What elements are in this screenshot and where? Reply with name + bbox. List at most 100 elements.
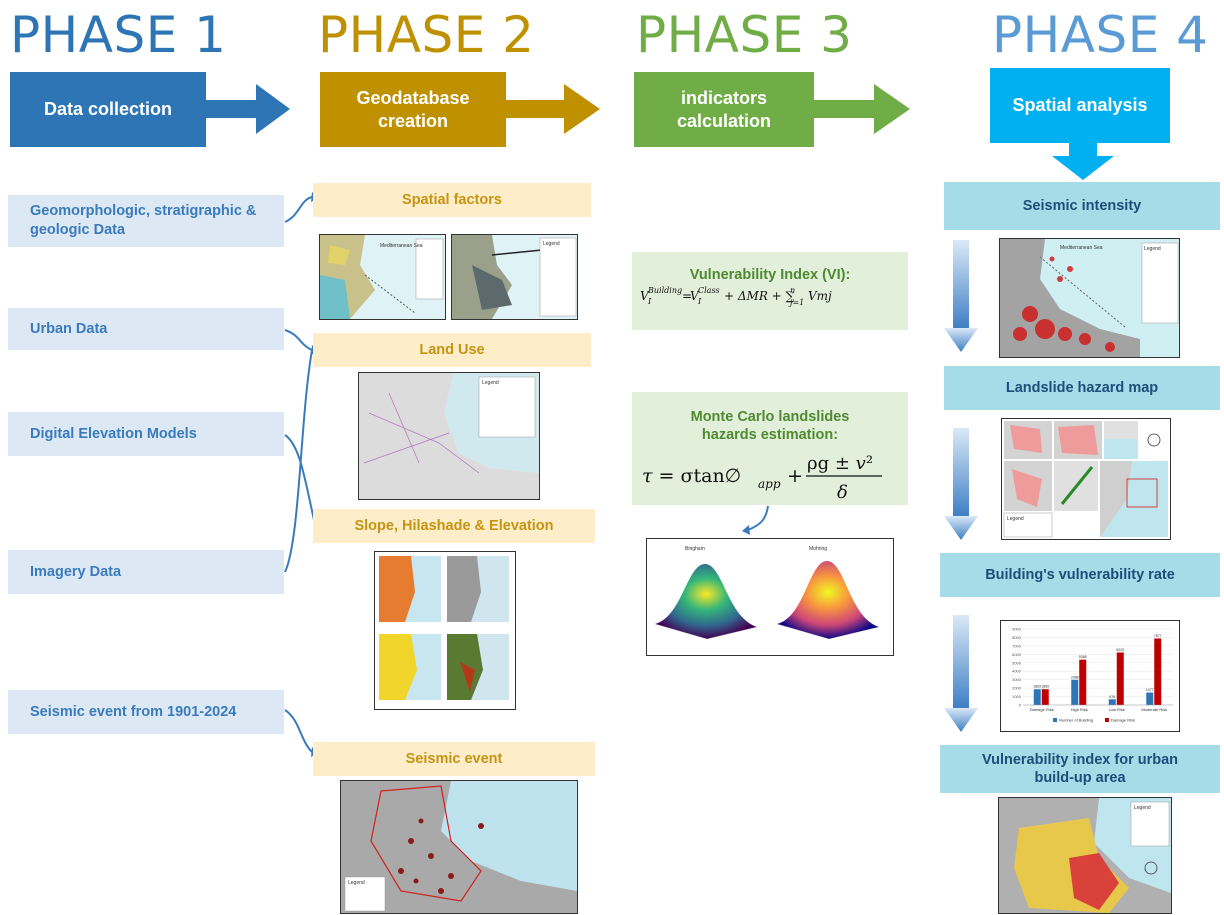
monte-carlo-box: Monte Carlo landslides hazards estimatio… bbox=[632, 392, 908, 505]
arrow-right-icon bbox=[506, 84, 600, 134]
svg-text:Vmj: Vmj bbox=[808, 289, 832, 303]
land-use-map-image: Legend bbox=[358, 372, 540, 500]
svg-text:n: n bbox=[790, 286, 795, 295]
bar bbox=[1033, 689, 1041, 705]
bar bbox=[1146, 692, 1154, 705]
phase-3-step-label: indicators calculation bbox=[676, 88, 772, 131]
bar-value-label: 1869 bbox=[1033, 685, 1041, 689]
svg-text:app: app bbox=[758, 477, 781, 491]
arrow-down-icon bbox=[944, 428, 978, 540]
legend-label: Number of Building bbox=[1059, 718, 1093, 723]
analysis-label: Building's vulnerability rate bbox=[985, 566, 1175, 583]
connector-lines bbox=[284, 196, 769, 753]
svg-text:I: I bbox=[697, 297, 702, 306]
analysis-label: Landslide hazard map bbox=[1005, 379, 1159, 396]
arrow-down-icon bbox=[944, 615, 978, 732]
data-source-geologic: Geomorphologic, stratigraphic & geologic… bbox=[8, 195, 284, 247]
y-tick-label: 3000 bbox=[1012, 677, 1022, 682]
mc-title: Monte Carlo landslides hazards estimatio… bbox=[690, 409, 850, 444]
factor-label: Spatial factors bbox=[402, 192, 502, 208]
analysis-vulnerability-index: Vulnerability index for urban build-up a… bbox=[940, 745, 1220, 793]
data-source-label: Urban Data bbox=[30, 321, 108, 337]
phase-2-title: PHASE 2 bbox=[318, 6, 535, 64]
factor-label: Seismic event bbox=[405, 751, 503, 767]
vulnerability-index-box: Vulnerability Index (VI): V I Building =… bbox=[632, 252, 908, 330]
arrow-down-icon bbox=[1052, 143, 1114, 180]
phase-3-step-box: indicators calculation bbox=[634, 72, 814, 147]
factor-land-use: Land Use bbox=[313, 333, 591, 367]
landslide-hazard-map-image: Legend bbox=[1001, 418, 1171, 540]
phase-1-step-label: Data collection bbox=[43, 99, 173, 120]
svg-text:Building: Building bbox=[647, 286, 682, 295]
bar-value-label: 1477 bbox=[1146, 688, 1154, 692]
map-legend-label: Legend bbox=[1134, 805, 1151, 811]
bar-value-label: 1869 bbox=[1041, 685, 1049, 689]
x-tick-label: Low Risk bbox=[1109, 707, 1125, 712]
data-source-label: Digital Elevation Models bbox=[30, 426, 197, 442]
svg-text:V: V bbox=[640, 289, 650, 303]
factor-seismic-event: Seismic event bbox=[313, 742, 595, 776]
svg-text:j=1: j=1 bbox=[788, 298, 804, 307]
arrow-right-icon bbox=[814, 84, 910, 134]
y-tick-label: 5000 bbox=[1012, 660, 1022, 665]
data-source-label: Imagery Data bbox=[30, 564, 122, 580]
y-tick-label: 1000 bbox=[1012, 694, 1022, 699]
phase-4-step-box: Spatial analysis bbox=[990, 68, 1170, 143]
plot-mohr-label: Mohring bbox=[809, 546, 827, 552]
phase-3-title: PHASE 3 bbox=[636, 6, 853, 64]
map-sea-label: Mediterranean Sea bbox=[1060, 245, 1103, 251]
bar bbox=[1108, 699, 1116, 705]
y-tick-label: 6000 bbox=[1012, 652, 1022, 657]
arrow-down-icon bbox=[944, 240, 978, 352]
y-tick-label: 7000 bbox=[1012, 643, 1022, 648]
legend-swatch bbox=[1053, 718, 1057, 722]
phase-2-step-box: Geodatabase creation bbox=[320, 72, 506, 147]
data-source-label: Seismic event from 1901-2024 bbox=[30, 704, 237, 720]
map-legend-label: Legend bbox=[482, 380, 499, 386]
map-legend-label: Legend bbox=[348, 880, 365, 886]
seismic-event-map-image: Legend bbox=[340, 780, 578, 914]
bar bbox=[1154, 638, 1162, 705]
y-tick-label: 2000 bbox=[1012, 686, 1022, 691]
svg-text:+: + bbox=[787, 465, 803, 487]
plot-bingham-label: Bingham bbox=[685, 546, 705, 552]
legend-label: Damage Risk bbox=[1111, 718, 1135, 723]
geology-map-image: Mediterranean Sea bbox=[319, 234, 446, 320]
map-legend-label: Legend bbox=[1144, 246, 1161, 252]
phase-1-step-box: Data collection bbox=[10, 72, 206, 147]
map-legend-label: Legend bbox=[543, 241, 560, 247]
svg-text:δ: δ bbox=[837, 482, 848, 503]
bar-value-label: 6223 bbox=[1116, 648, 1124, 652]
vi-title: Vulnerability Index (VI): bbox=[689, 267, 851, 283]
seismic-intensity-map-image: Legend Mediterranean Sea bbox=[999, 238, 1180, 358]
svg-text:I: I bbox=[647, 297, 652, 306]
stratigraphy-map-image: Legend bbox=[451, 234, 578, 320]
analysis-label: Vulnerability index for urban build-up a… bbox=[981, 751, 1179, 786]
analysis-seismic-intensity: Seismic intensity bbox=[944, 182, 1220, 230]
factor-label: Slope, Hilashade & Elevation bbox=[354, 518, 554, 534]
bar-chart-svg: 0100020003000400050006000700080009000186… bbox=[1012, 627, 1173, 723]
x-tick-label: Moderate Risk bbox=[1141, 707, 1167, 712]
vi-formula: V I Building = V I Class + ΔMR + ∑ n j=1… bbox=[640, 286, 832, 307]
factor-slope: Slope, Hilashade & Elevation bbox=[313, 509, 595, 543]
bar bbox=[1041, 689, 1049, 705]
x-tick-label: Damage Risk bbox=[1030, 707, 1054, 712]
phase-2-step-label: Geodatabase creation bbox=[356, 88, 470, 131]
phase-4-title: PHASE 4 bbox=[992, 6, 1209, 64]
svg-text:Class: Class bbox=[698, 286, 720, 295]
y-tick-label: 4000 bbox=[1012, 669, 1022, 674]
terrain-panels-image bbox=[374, 551, 516, 710]
x-tick-label: High Risk bbox=[1071, 707, 1088, 712]
phase-4-step-label: Spatial analysis bbox=[1012, 95, 1148, 116]
data-source-imagery: Imagery Data bbox=[8, 550, 284, 594]
map-legend-label: Legend bbox=[1007, 516, 1024, 522]
analysis-landslide-hazard: Landslide hazard map bbox=[944, 366, 1220, 410]
bar bbox=[1071, 679, 1079, 705]
data-source-dem: Digital Elevation Models bbox=[8, 412, 284, 456]
map-sea-label: Mediterranean Sea bbox=[380, 243, 423, 249]
vulnerability-index-map-image: Legend bbox=[998, 797, 1172, 914]
phase-1-title: PHASE 1 bbox=[10, 6, 227, 64]
svg-text:τ = σtan∅: τ = σtan∅ bbox=[642, 465, 741, 487]
bar-value-label: 2988 bbox=[1071, 675, 1079, 679]
